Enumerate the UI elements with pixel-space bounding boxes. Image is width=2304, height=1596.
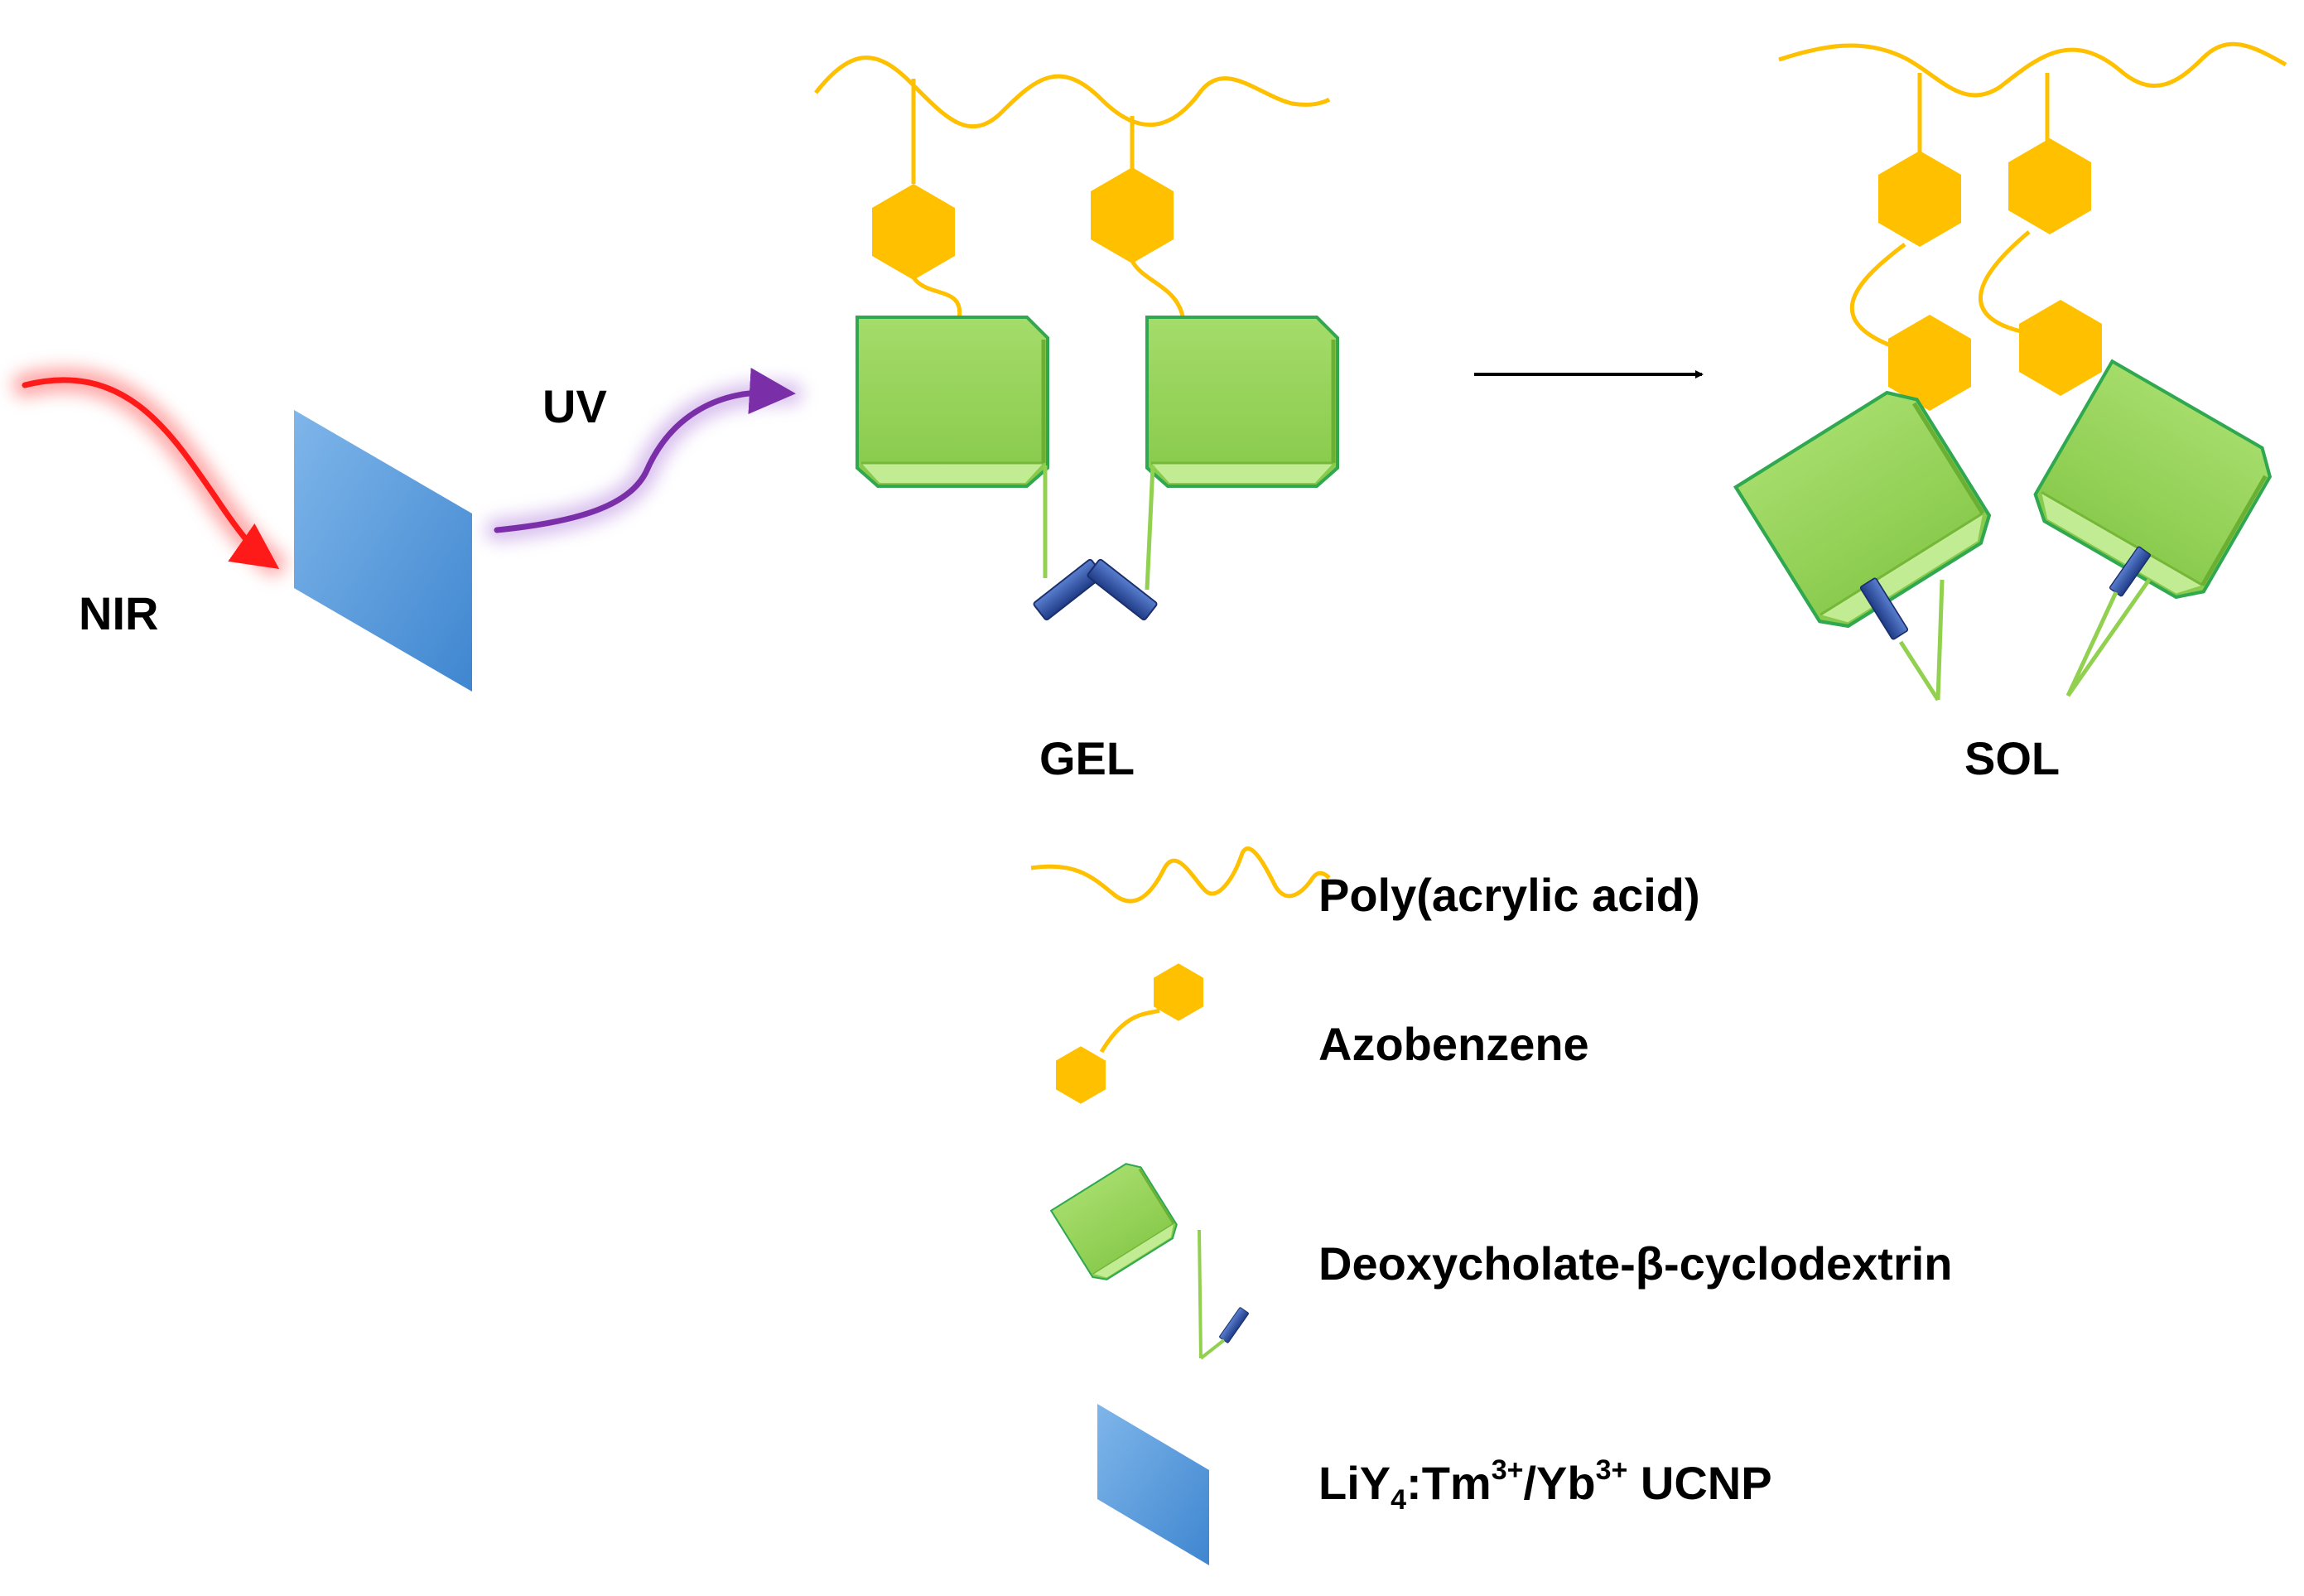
sol-structure	[1736, 41, 2287, 702]
legend-ucnp-icon	[1097, 1404, 1209, 1565]
gel-azobenzene-right	[1091, 167, 1174, 263]
nir-arrow	[12, 368, 286, 576]
ucnp-plate	[294, 410, 472, 692]
legend-azo-label: Azobenzene	[1318, 1018, 1589, 1070]
legend-deoxy-cd-icon	[1049, 1157, 1250, 1360]
legend: Poly(acrylic acid) Azobenzene Deoxychola…	[1030, 846, 1953, 1565]
gel-polymer-chain	[814, 55, 1331, 129]
sol-cyclodextrin-right	[2026, 361, 2280, 608]
sol-label: SOL	[1964, 732, 2060, 784]
gel-label: GEL	[1039, 732, 1135, 784]
legend-azobenzene-icon	[1056, 963, 1203, 1104]
uv-arrow	[485, 368, 803, 542]
gel-azobenzene-left	[872, 184, 955, 280]
nir-label: NIR	[79, 587, 158, 639]
gel-cyclodextrin-right	[1147, 317, 1338, 486]
sol-azobenzene-upper-right	[2008, 138, 2091, 234]
sol-polymer-chain	[1778, 41, 2287, 98]
gel-structure	[814, 55, 1338, 622]
legend-polymer-icon	[1030, 846, 1331, 904]
sol-azobenzene-upper-left	[1878, 151, 1961, 247]
sol-azobenzene-lower-right	[2019, 300, 2102, 396]
gel-cyclodextrin-left	[857, 317, 1048, 486]
legend-poly-label: Poly(acrylic acid)	[1318, 869, 1700, 921]
legend-deoxy-label: Deoxycholate-β-cyclodextrin	[1318, 1237, 1953, 1290]
legend-ucnp-label: LiY4:Tm3+/Yb3+ UCNP	[1318, 1454, 1772, 1516]
uv-label: UV	[542, 380, 607, 432]
